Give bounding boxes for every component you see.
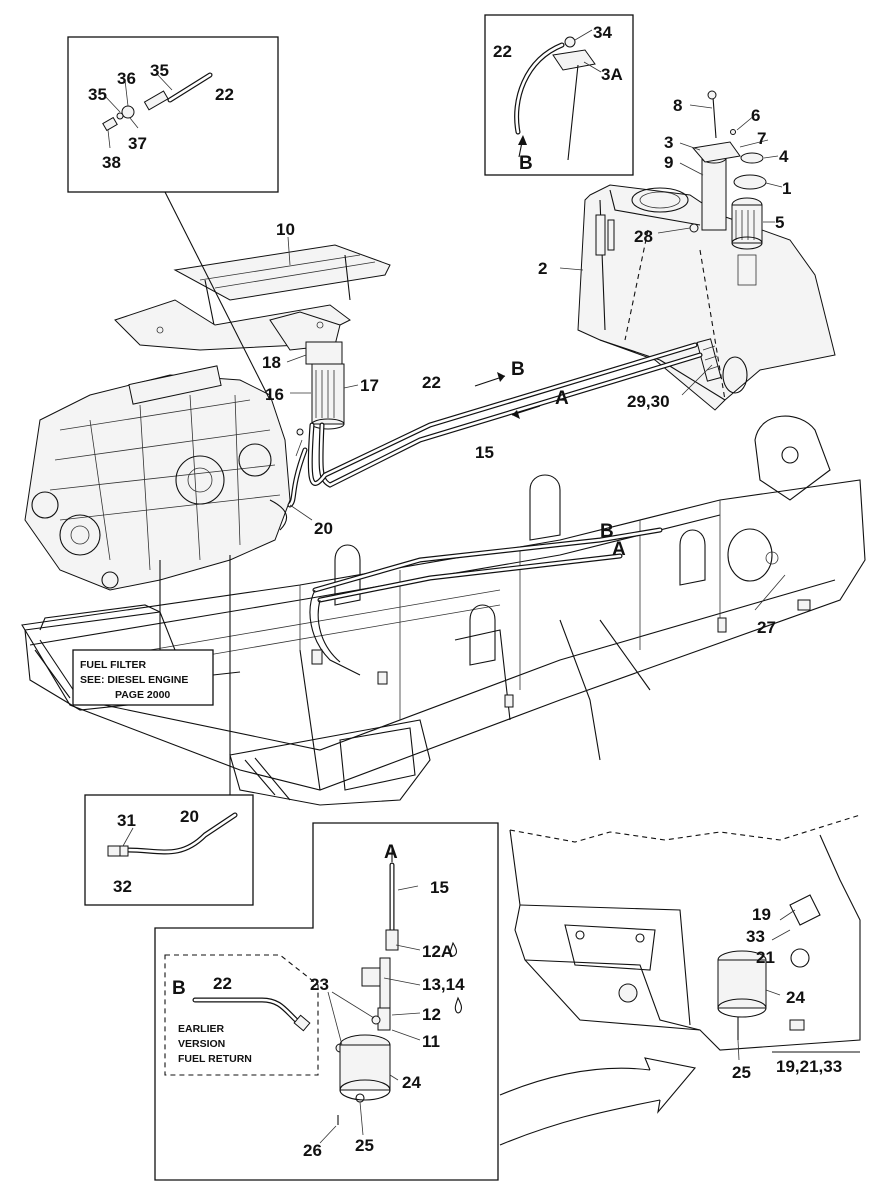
callout-25-frame: 25: [732, 1063, 751, 1082]
callout-22-fitting-detail: 22: [215, 85, 234, 104]
callout-9: 9: [664, 153, 673, 172]
callout-32: 32: [113, 877, 132, 896]
callout-33: 33: [746, 927, 765, 946]
callout-2: 2: [538, 259, 547, 278]
callout-22-main: 22: [422, 373, 441, 392]
fuel-tank: [577, 90, 836, 411]
callout-10: 10: [276, 220, 295, 239]
detail-box-fuel-line-fitting: [67, 36, 279, 401]
note-text: FUEL FILTER SEE: DIESEL ENGINE PAGE 2000…: [80, 659, 252, 1065]
callout-24-frame: 24: [786, 988, 805, 1007]
callout-7: 7: [757, 129, 766, 148]
fuel-hoses: [287, 342, 703, 676]
fuel-filter-note: [72, 555, 241, 805]
callout-1: 1: [782, 179, 791, 198]
callout-25-detail: 25: [355, 1136, 374, 1155]
flow-arrows: [391, 135, 541, 862]
callout-35-a: 35: [150, 61, 169, 80]
flow-letter-b-tank-detail: B: [519, 153, 533, 174]
callout-24-detail: 24: [402, 1073, 421, 1092]
detail-box-return-line: [484, 14, 634, 176]
callout-31: 31: [117, 811, 136, 830]
callout-17: 17: [360, 376, 379, 395]
earlier-version-note-line-1: EARLIER: [178, 1023, 225, 1035]
callout-11: 11: [422, 1032, 440, 1051]
frame-underside-view: [509, 814, 861, 1053]
callout-23: 23: [310, 975, 329, 994]
fuel-filter-note-line-3: PAGE 2000: [115, 689, 170, 701]
callout-22-earlier: 22: [213, 974, 232, 993]
detail-box-water-separator: [154, 822, 499, 1181]
callout-12a: 12A: [422, 942, 453, 961]
transition-arrow: [499, 1057, 697, 1146]
callout-4: 4: [779, 147, 789, 166]
detail-box-supply-line: [84, 794, 254, 906]
earlier-version-note-line-3: FUEL RETURN: [178, 1053, 252, 1065]
callout-5: 5: [775, 213, 784, 232]
callout-28: 28: [634, 227, 653, 246]
flow-letter-b-earlier: B: [172, 978, 186, 999]
callout-26: 26: [303, 1141, 322, 1160]
callout-19-21-33: 19,21,33: [776, 1057, 842, 1076]
flow-letter-a-frame: A: [612, 539, 626, 560]
leader-lines: [103, 29, 796, 1144]
callout-20-detail: 20: [180, 807, 199, 826]
flow-letter-b-main: B: [511, 359, 525, 380]
callout-3a: 3A: [601, 65, 623, 84]
callout-13-14: 13,14: [422, 975, 465, 994]
flow-letter-a-filter-detail: A: [384, 842, 398, 863]
flow-letter-a-main: A: [555, 388, 569, 409]
diesel-engine: [24, 365, 291, 591]
fuel-filter-note-line-1: FUEL FILTER: [80, 659, 147, 671]
callout-labels: 1 2 3 3A 4 5 6 7 8 9 10 18 16 17 22 15 2…: [88, 23, 842, 1160]
mounting-bracket: [114, 244, 391, 351]
callout-37: 37: [128, 134, 147, 153]
flow-letter-labels: B A B A B A B: [172, 153, 626, 999]
callout-12: 12: [422, 1005, 441, 1024]
primary-fuel-filter: [295, 341, 345, 457]
earlier-version-note-line-2: VERSION: [178, 1038, 225, 1050]
machine-frame: [21, 415, 866, 806]
callout-36: 36: [117, 69, 136, 88]
fuel-filter-note-line-2: SEE: DIESEL ENGINE: [80, 674, 188, 686]
callout-34: 34: [593, 23, 612, 42]
callout-29-30: 29,30: [627, 392, 670, 411]
callout-22-top-detail: 22: [493, 42, 512, 61]
callout-19: 19: [752, 905, 771, 924]
callout-16: 16: [265, 385, 284, 404]
callout-15-detail: 15: [430, 878, 449, 897]
callout-3: 3: [664, 133, 673, 152]
callout-27: 27: [757, 618, 776, 637]
callout-38: 38: [102, 153, 121, 172]
flow-letter-b-frame: B: [600, 521, 614, 542]
callout-15-main: 15: [475, 443, 494, 462]
callout-6: 6: [751, 106, 760, 125]
callout-21: 21: [756, 948, 775, 967]
callout-35-b: 35: [88, 85, 107, 104]
callout-8: 8: [673, 96, 682, 115]
callout-18: 18: [262, 353, 281, 372]
callout-20-main: 20: [314, 519, 333, 538]
